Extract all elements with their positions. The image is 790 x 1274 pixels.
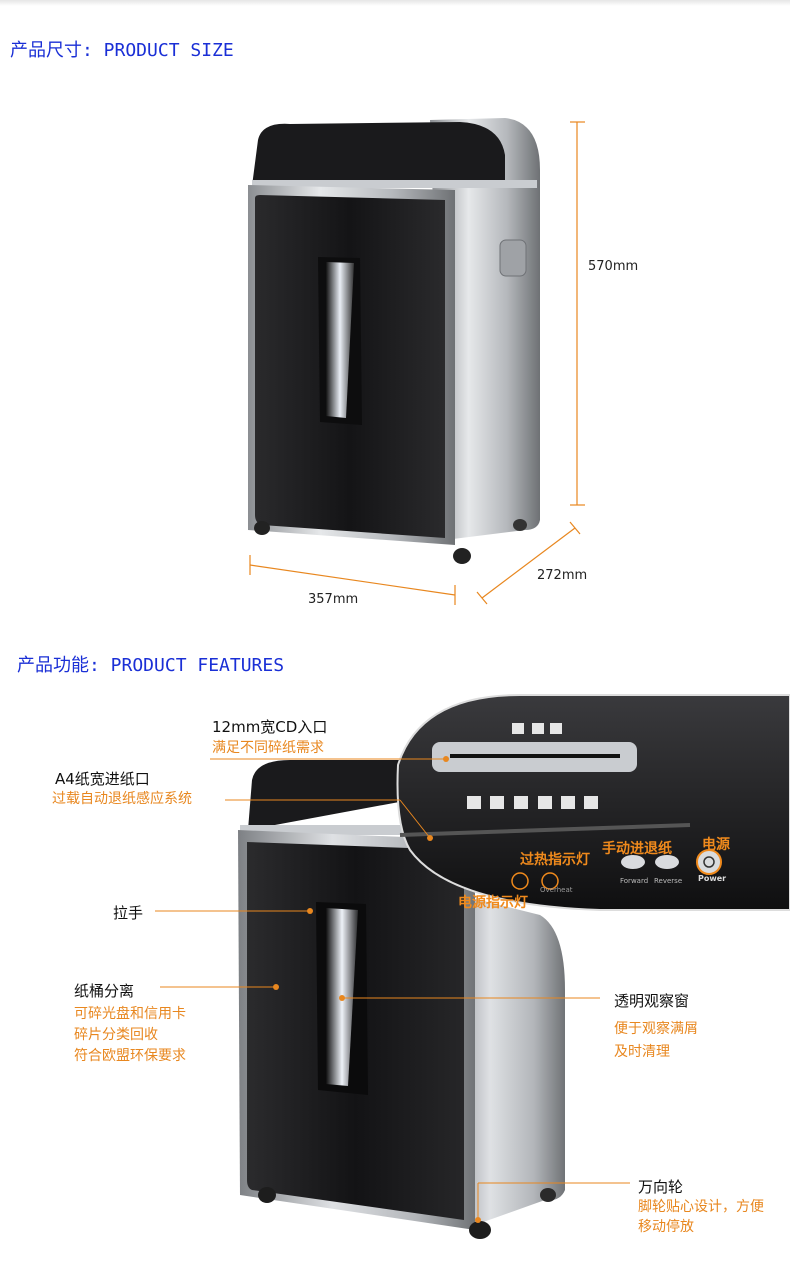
a4-slot-desc: 过载自动退纸感应系统 (52, 791, 192, 807)
window-desc-2: 及时清理 (614, 1044, 670, 1060)
top-divider (0, 0, 790, 6)
size-section-title: 产品尺寸: PRODUCT SIZE (10, 40, 234, 61)
bin-desc-1: 可碎光盘和信用卡 (74, 1006, 186, 1022)
a4-slot-label: A4纸宽进纸口 (55, 770, 150, 788)
shredder-size-illustration (248, 118, 585, 605)
panel-power-label: 电源 (702, 837, 730, 853)
cd-slot-label: 12mm宽CD入口 (212, 718, 328, 736)
bin-desc-3: 符合欧盟环保要求 (74, 1048, 186, 1064)
shredder-features-illustration (155, 694, 790, 1239)
height-dimension: 570mm (588, 259, 639, 274)
panel-power-light-label: 电源指示灯 (458, 895, 528, 911)
window-desc-1: 便于观察满屑 (614, 1021, 698, 1037)
depth-dimension: 272mm (537, 568, 588, 583)
bin-desc-2: 碎片分类回收 (74, 1027, 158, 1043)
handle-label: 拉手 (113, 904, 144, 922)
wheels-label: 万向轮 (638, 1178, 684, 1196)
wheels-desc-1: 脚轮贴心设计，方便 (638, 1199, 764, 1215)
width-dimension: 357mm (308, 592, 359, 607)
panel-overheat-light-label: 过热指示灯 (520, 852, 590, 868)
panel-overheat-text: Overheat (540, 886, 573, 894)
features-section-title: 产品功能: PRODUCT FEATURES (17, 655, 285, 676)
cd-slot-desc: 满足不同碎纸需求 (212, 740, 324, 756)
panel-power-text: Power (698, 874, 727, 883)
panel-reverse-text: Reverse (654, 877, 683, 885)
window-label: 透明观察窗 (614, 992, 690, 1010)
panel-manual-feed-label: 手动进退纸 (602, 841, 672, 857)
wheels-desc-2: 移动停放 (638, 1219, 694, 1235)
bin-label: 纸桶分离 (74, 982, 135, 1000)
panel-forward-text: Forward (620, 877, 649, 885)
